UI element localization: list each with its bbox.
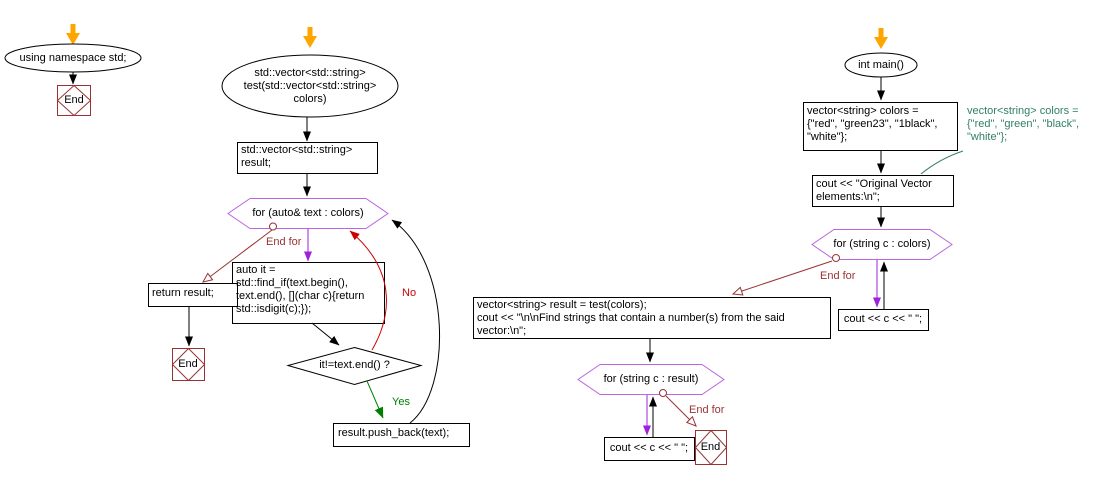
flow-c-end-diamond-shape bbox=[694, 429, 728, 466]
cout-c-box-1-shape bbox=[838, 309, 929, 331]
edge-endfor1-to-calltest bbox=[731, 260, 833, 296]
for-text-colors-hexagon-shape bbox=[227, 198, 389, 229]
end-for-label: End for bbox=[820, 270, 856, 282]
declare-result-box: std::vector<std::string> result; bbox=[241, 144, 353, 169]
flow-b-end-diamond-shape bbox=[171, 347, 206, 382]
for-c-colors-hexagon: for (string c : colors) bbox=[833, 237, 931, 250]
condition-diamond-shape bbox=[286, 346, 423, 386]
test-function-ellipse-shape bbox=[221, 54, 399, 118]
cout-c-box-1: cout << c << " "; bbox=[843, 313, 923, 325]
push-back-box: result.push_back(text); bbox=[338, 427, 450, 439]
call-test-box: vector<string> result = test(colors); co… bbox=[477, 299, 785, 337]
cout-c-box-2-shape bbox=[604, 437, 695, 461]
cout-header-box-shape bbox=[812, 175, 954, 207]
declare-colors-box-shape bbox=[803, 102, 958, 151]
edge-endfor2-to-end bbox=[665, 395, 697, 427]
flow-a-end-diamond-shape bbox=[56, 84, 92, 117]
loop-end-connector bbox=[659, 389, 667, 397]
yes-label: Yes bbox=[392, 396, 410, 408]
main-ellipse: int main() bbox=[858, 59, 904, 71]
start-arrow-icon bbox=[66, 24, 80, 45]
loop-end-connector bbox=[832, 254, 840, 262]
find-if-box: auto it = std::find_if(text.begin(), tex… bbox=[236, 264, 365, 315]
for-c-result-hexagon-shape bbox=[577, 364, 725, 395]
colors-annotation: vector<string> colors = {"red", "green",… bbox=[967, 105, 1080, 143]
for-text-colors-hexagon: for (auto& text : colors) bbox=[252, 206, 364, 219]
start-arrow-icon bbox=[874, 28, 888, 49]
call-test-box-shape bbox=[473, 297, 831, 339]
edge-endfor-to-return bbox=[202, 229, 273, 283]
flow-a-end-box-shape bbox=[57, 85, 91, 116]
end-for-label: End for bbox=[689, 404, 725, 416]
return-result-box: return result; bbox=[152, 287, 214, 299]
edge-findif-to-cond bbox=[311, 322, 340, 346]
loop-end-connector bbox=[269, 222, 277, 231]
push-back-box-shape bbox=[333, 423, 470, 447]
return-result-box-shape bbox=[148, 283, 238, 307]
flow-b-end-box: End bbox=[178, 357, 198, 370]
declare-colors-box: vector<string> colors = {"red", "green23… bbox=[807, 105, 938, 143]
for-c-colors-hexagon-shape bbox=[811, 229, 953, 260]
edge-cond-yes-to-push bbox=[366, 380, 384, 419]
edge-push-loopback bbox=[391, 219, 441, 424]
flow-c-end-box: End bbox=[700, 440, 721, 453]
annotation-connector-line bbox=[920, 150, 964, 175]
using-namespace-ellipse: using namespace std; bbox=[19, 51, 127, 64]
flow-a-end-box: End bbox=[64, 93, 84, 106]
find-if-box-shape bbox=[232, 262, 385, 324]
cout-header-box: cout << "Original Vector elements:\n"; bbox=[816, 178, 932, 203]
test-function-ellipse: std::vector<std::string> test(std::vecto… bbox=[243, 66, 377, 105]
condition-diamond: it!=text.end() ? bbox=[319, 359, 390, 371]
end-for-label: End for bbox=[266, 236, 302, 248]
no-label: No bbox=[402, 287, 417, 299]
start-arrow-icon bbox=[303, 27, 317, 48]
edge-cond-no-loopback bbox=[349, 230, 387, 351]
for-c-result-hexagon: for (string c : result) bbox=[603, 372, 699, 385]
cout-c-box-2: cout << c << " "; bbox=[609, 442, 689, 454]
